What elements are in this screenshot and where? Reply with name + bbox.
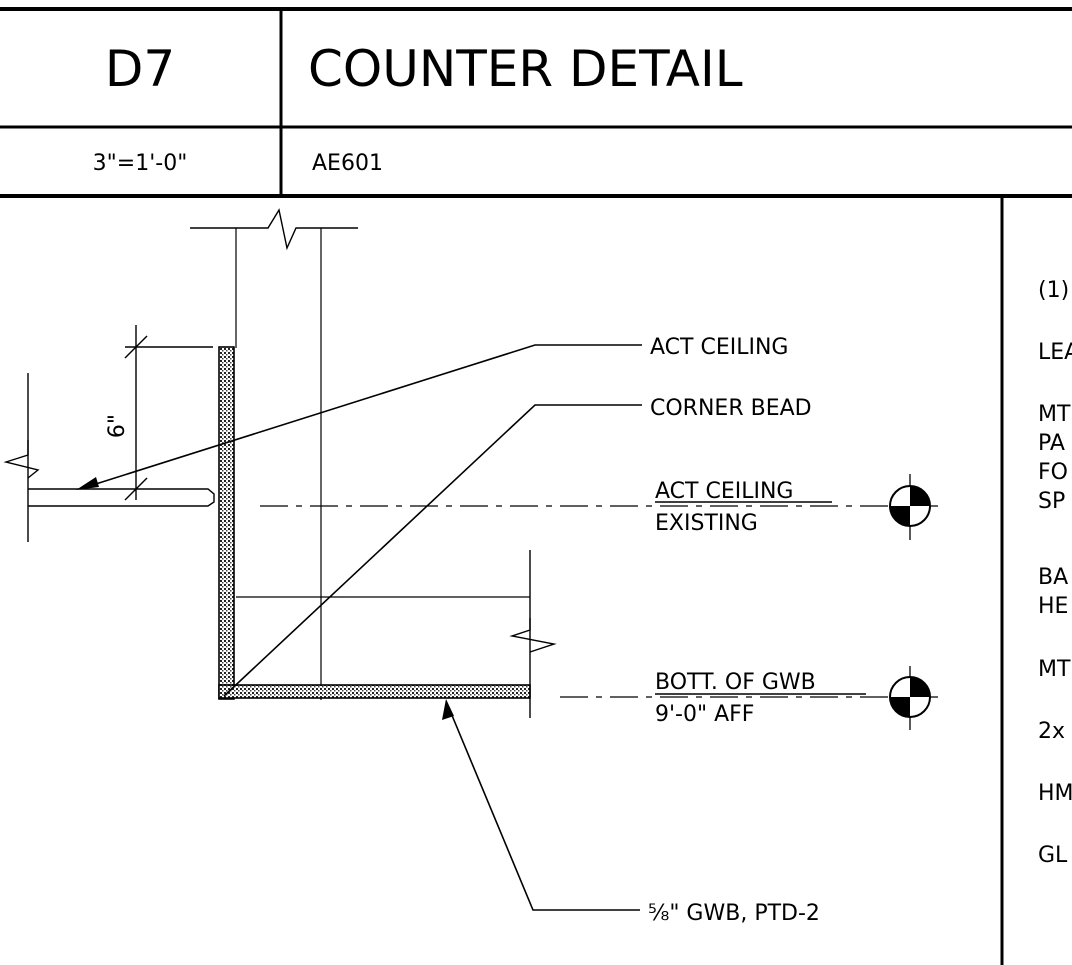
detail-title: COUNTER DETAIL: [308, 40, 743, 98]
note-8: HE: [1038, 594, 1068, 619]
gwb-soffit: [218, 346, 557, 718]
note-2: LEA: [1038, 340, 1072, 365]
note-5: FO: [1038, 460, 1068, 485]
leader-gwb: [445, 700, 640, 911]
leader-corner-bead: [223, 404, 642, 697]
note-1: (1): [1038, 278, 1069, 303]
gwb-vertical: [218, 346, 235, 700]
leader-arrowheads: [76, 477, 454, 720]
framing-above: [190, 208, 530, 700]
leader-act-ceiling: [79, 344, 642, 490]
callout-act-ceiling: ACT CEILING: [650, 335, 788, 360]
note-11: HM: [1038, 781, 1072, 806]
right-column-notes: (1) LEA MT PA FO SP BA HE MT 2x HM GL: [1038, 278, 1072, 868]
break-line-top: [190, 208, 358, 251]
note-4: PA: [1038, 431, 1065, 456]
existing-act-ceiling: [3, 373, 215, 542]
note-9: MT: [1038, 657, 1071, 682]
dimension-six-inch-label: 6": [105, 414, 130, 438]
callout-gwb-note: ⅝" GWB, PTD-2: [648, 901, 820, 926]
callout-corner-bead: CORNER BEAD: [650, 396, 812, 421]
callout-act-ceiling-existing-line1: ACT CEILING: [655, 479, 793, 504]
note-3: MT: [1038, 402, 1071, 427]
elevation-marker-existing-icon: [889, 485, 931, 527]
dimension-six-inch: [124, 325, 213, 501]
callout-bott-gwb-line1: BOTT. OF GWB: [655, 670, 816, 695]
break-line-right: [509, 618, 557, 653]
title-block: D7 COUNTER DETAIL 3"=1'-0" AE601: [0, 7, 1072, 198]
note-6: SP: [1038, 489, 1065, 514]
break-line-left: [3, 440, 40, 479]
note-7: BA: [1038, 565, 1068, 590]
note-12: GL: [1038, 843, 1068, 868]
note-10: 2x: [1038, 719, 1065, 744]
gwb-horizontal: [218, 684, 531, 699]
detail-number: D7: [105, 40, 175, 98]
sheet-reference: AE601: [312, 151, 383, 176]
callout-act-ceiling-existing-line2: EXISTING: [655, 511, 758, 536]
detail-scale: 3"=1'-0": [93, 151, 188, 176]
leaders: [79, 344, 642, 911]
callout-bott-gwb-line2: 9'-0" AFF: [655, 702, 754, 727]
elevation-marker-gwb-icon: [889, 676, 931, 718]
